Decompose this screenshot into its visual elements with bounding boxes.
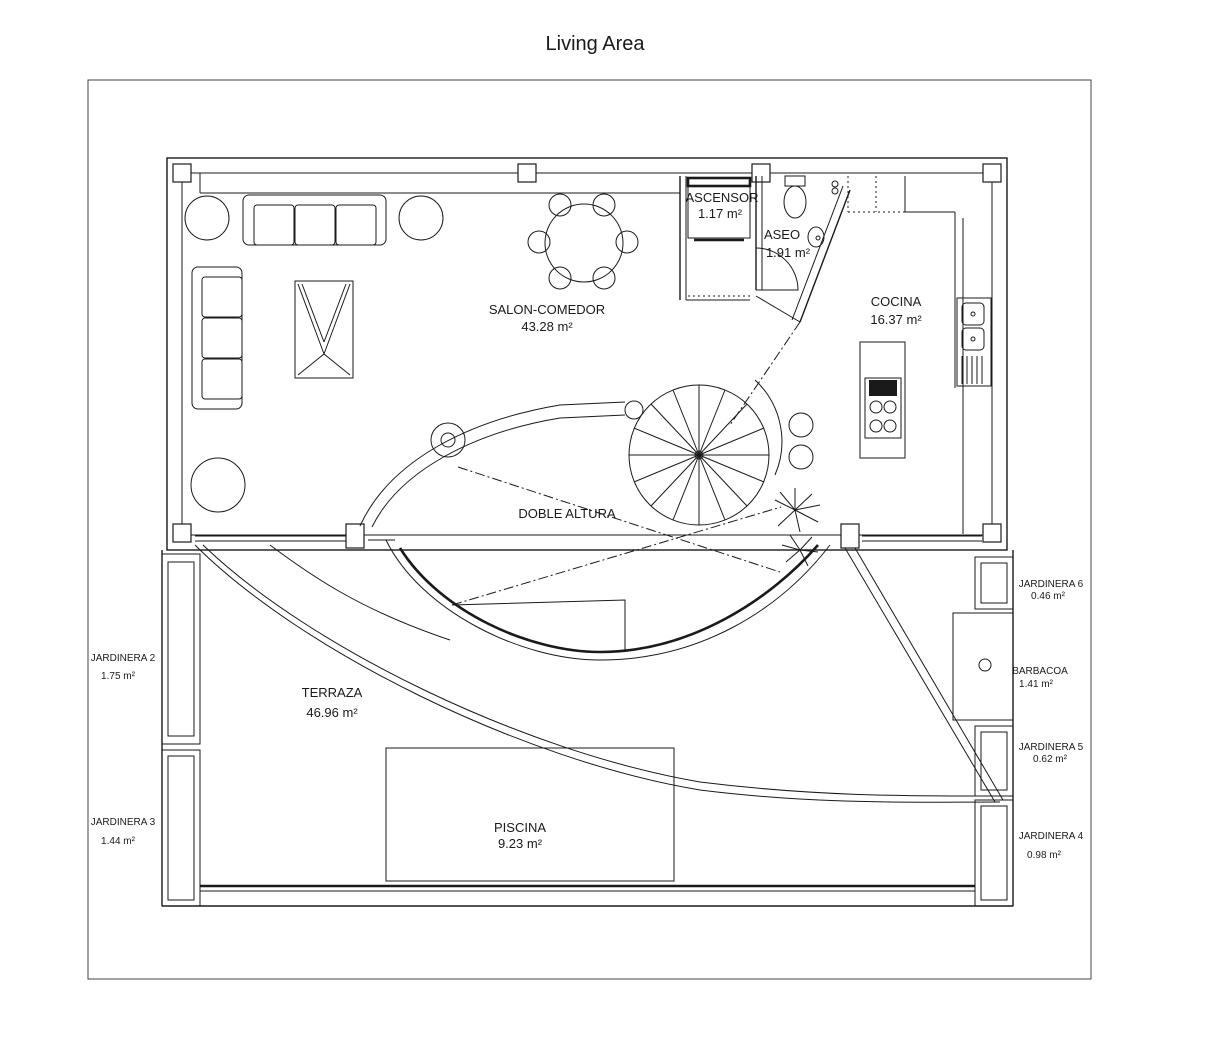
label-piscina-name: PISCINA — [494, 820, 546, 835]
label-ascensor-area: 1.17 m² — [698, 206, 743, 221]
label-barbacoa-name: BARBACOA — [1012, 666, 1068, 677]
label-jardinera4-name: JARDINERA 4 — [1019, 831, 1084, 842]
label-jardinera5-name: JARDINERA 5 — [1019, 742, 1084, 753]
page-title: Living Area — [545, 33, 645, 55]
room-labels: SALON-COMEDOR 43.28 m² ASCENSOR 1.17 m² … — [91, 190, 1084, 861]
label-terraza-area: 46.96 m² — [306, 705, 358, 720]
label-ascensor-name: ASCENSOR — [686, 190, 759, 205]
label-jardinera4-area: 0.98 m² — [1027, 850, 1062, 861]
label-salon-area: 43.28 m² — [521, 319, 573, 334]
piscina-pool — [385, 747, 675, 882]
cocina-furniture — [788, 176, 992, 470]
plant-icon — [774, 488, 821, 567]
label-jardinera2-area: 1.75 m² — [101, 671, 136, 682]
label-jardinera3-name: JARDINERA 3 — [91, 817, 156, 828]
label-terraza-name: TERRAZA — [302, 685, 363, 700]
label-barbacoa-area: 1.41 m² — [1019, 679, 1054, 690]
planters — [161, 553, 1014, 907]
doble-altura-atrium — [359, 401, 831, 661]
sheet-frame — [87, 79, 1092, 980]
label-jardinera6-name: JARDINERA 6 — [1019, 579, 1084, 590]
label-aseo-area: 1.91 m² — [766, 245, 811, 260]
terraza-walls — [161, 539, 1014, 907]
label-piscina-area: 9.23 m² — [498, 836, 543, 851]
label-cocina-name: COCINA — [871, 294, 922, 309]
label-jardinera3-area: 1.44 m² — [101, 836, 136, 847]
label-jardinera2-name: JARDINERA 2 — [91, 653, 156, 664]
label-doble-altura: DOBLE ALTURA — [518, 506, 616, 521]
salon-furniture — [184, 193, 639, 513]
label-jardinera6-area: 0.46 m² — [1031, 591, 1066, 602]
spiral-stair — [624, 321, 801, 526]
exterior-walls — [166, 157, 1008, 551]
label-cocina-area: 16.37 m² — [870, 312, 922, 327]
label-aseo-name: ASEO — [764, 227, 800, 242]
label-jardinera5-area: 0.62 m² — [1033, 754, 1068, 765]
label-salon-name: SALON-COMEDOR — [489, 302, 605, 317]
core-ascensor-aseo — [679, 175, 851, 323]
